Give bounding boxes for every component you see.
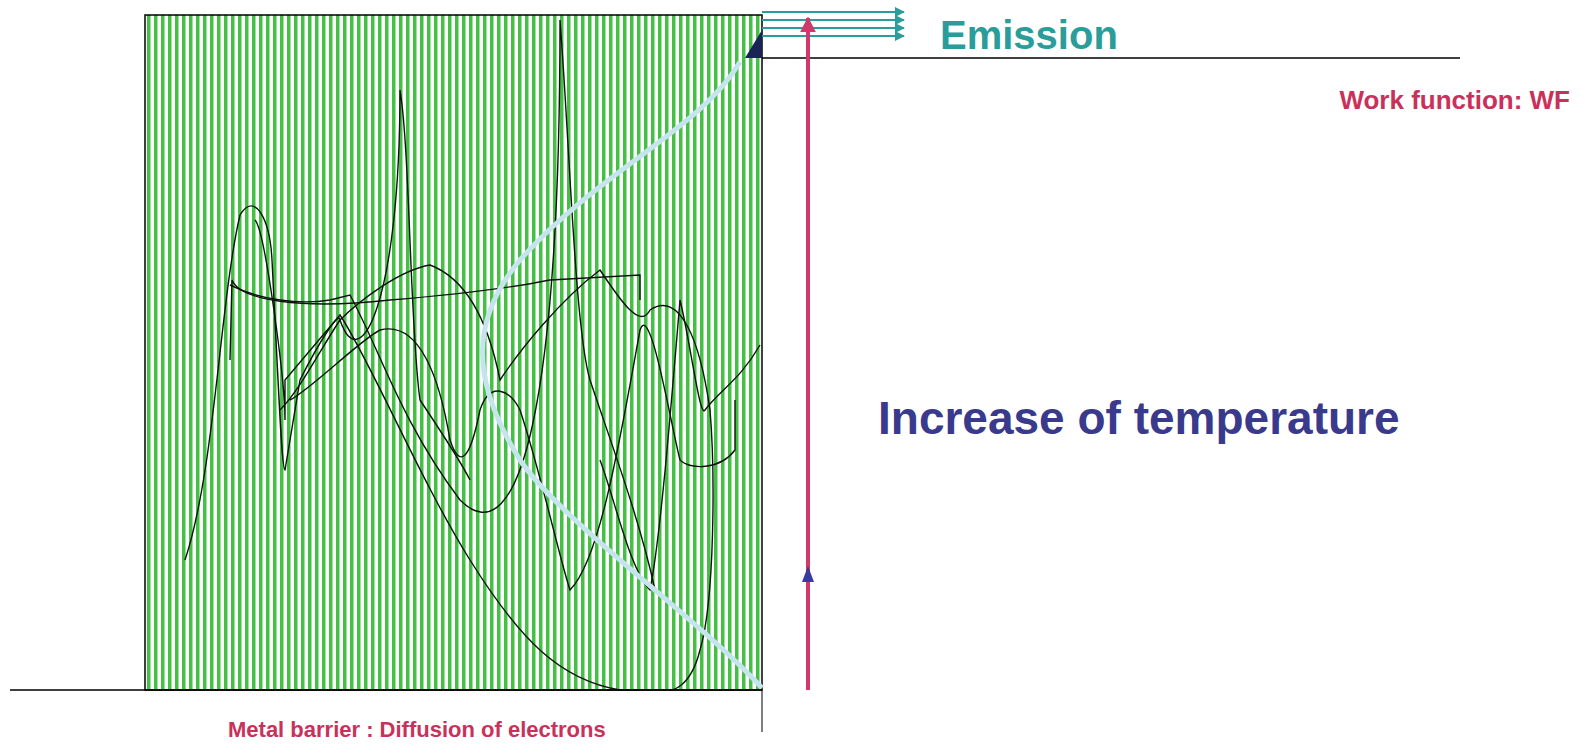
barrier-label: Metal barrier : Diffusion of electrons <box>228 717 606 743</box>
temperature-arrow <box>806 18 810 690</box>
work-function-label: Work function: WF <box>1339 85 1570 116</box>
emission-tail <box>745 30 762 58</box>
small-arrowhead <box>802 566 814 582</box>
metal-block <box>145 15 762 690</box>
emission-label: Emission <box>940 13 1118 58</box>
distribution-curve <box>483 62 763 688</box>
base-line <box>10 689 762 691</box>
temperature-label: Increase of temperature <box>878 391 1400 445</box>
work-function-level <box>762 57 1460 59</box>
electron-paths <box>185 20 760 690</box>
emission-arrows <box>762 12 904 36</box>
tick-line <box>762 690 763 732</box>
